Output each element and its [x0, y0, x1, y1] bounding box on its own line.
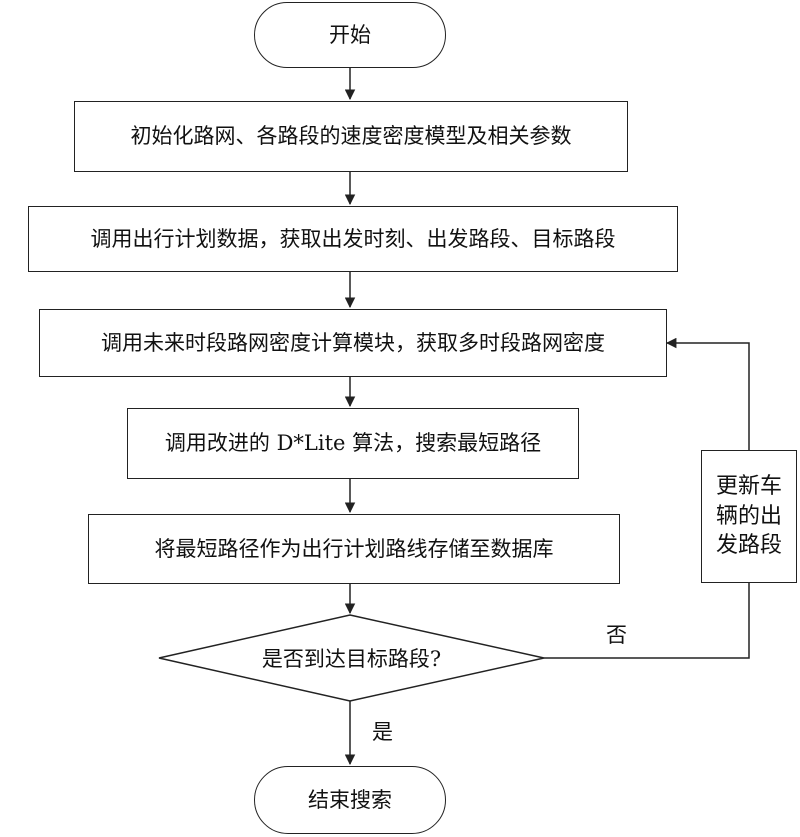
- start-label: 开始: [329, 22, 371, 47]
- end-label: 结束搜索: [308, 787, 392, 812]
- update-departure-box: 更新车辆的出发路段: [701, 450, 797, 583]
- step-store-route-label: 将最短路径作为出行计划路线存储至数据库: [154, 536, 554, 561]
- step-init-network: 初始化路网、各路段的速度密度模型及相关参数: [74, 101, 628, 172]
- step-dlite-search-label: 调用改进的 D*Lite 算法，搜索最短路径: [164, 431, 542, 456]
- end-terminal: 结束搜索: [254, 766, 446, 834]
- step-store-route: 将最短路径作为出行计划路线存储至数据库: [88, 514, 620, 584]
- decision-label: 是否到达目标路段?: [261, 647, 442, 671]
- step-init-network-label: 初始化路网、各路段的速度密度模型及相关参数: [130, 124, 572, 149]
- step-density-module-label: 调用未来时段路网密度计算模块，获取多时段路网密度: [101, 330, 605, 355]
- no-label: 否: [606, 623, 627, 647]
- yes-label: 是: [372, 720, 393, 744]
- step-load-trip-plan: 调用出行计划数据，获取出发时刻、出发路段、目标路段: [28, 206, 678, 272]
- step-dlite-search: 调用改进的 D*Lite 算法，搜索最短路径: [127, 408, 579, 479]
- decision-label-wrap: 是否到达目标路段?: [159, 615, 544, 701]
- step-load-trip-plan-label: 调用出行计划数据，获取出发时刻、出发路段、目标路段: [90, 226, 616, 251]
- step-density-module: 调用未来时段路网密度计算模块，获取多时段路网密度: [39, 309, 667, 377]
- start-terminal: 开始: [254, 2, 446, 68]
- arrow-decision-no-to-update: [544, 583, 750, 659]
- update-departure-label: 更新车辆的出发路段: [715, 473, 782, 559]
- arrow-update-to-step3: [665, 337, 750, 450]
- decision-diamond: [158, 614, 545, 702]
